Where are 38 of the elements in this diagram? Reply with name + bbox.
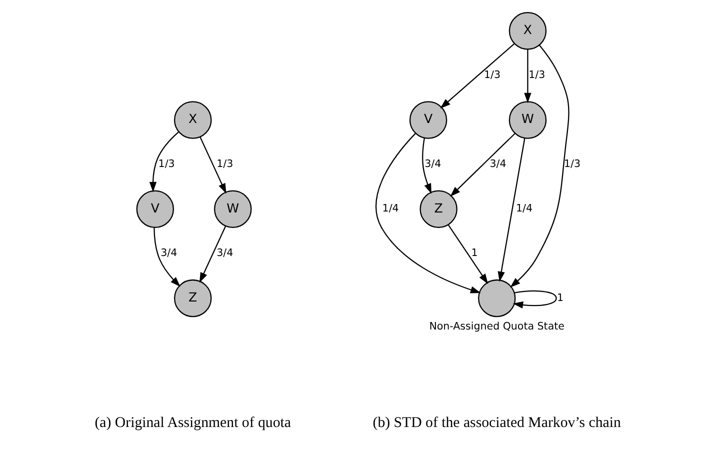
edge-label: 1 bbox=[557, 292, 564, 304]
arrow bbox=[200, 136, 226, 194]
edge-label: 3/4 bbox=[424, 158, 442, 170]
arrow bbox=[376, 132, 481, 294]
arrow bbox=[440, 43, 515, 108]
edge-label: 1/3 bbox=[564, 158, 581, 170]
arrow bbox=[524, 49, 532, 104]
edge-label: 3/4 bbox=[216, 247, 234, 260]
arrow bbox=[510, 44, 570, 288]
edge-label: 1/3 bbox=[216, 158, 234, 170]
arrow bbox=[448, 224, 488, 284]
node-label: Non-Assigned Quota State bbox=[429, 320, 564, 332]
node-circle: V bbox=[409, 101, 448, 139]
edge-label: 1/4 bbox=[382, 202, 399, 215]
node-circle bbox=[478, 279, 516, 318]
arrow bbox=[422, 138, 432, 194]
node-circle: W bbox=[214, 190, 252, 228]
arrow bbox=[512, 290, 557, 309]
label: (a) Original Assignment of quota bbox=[94, 414, 291, 431]
arrow bbox=[154, 228, 180, 287]
arrow bbox=[450, 132, 516, 197]
node-circle: Z bbox=[420, 190, 458, 228]
edge-label: 1/3 bbox=[484, 68, 501, 81]
arrow bbox=[199, 226, 226, 283]
edge-label: 1/4 bbox=[516, 202, 533, 215]
edge-label: 1/3 bbox=[158, 158, 175, 170]
edge-label: 1 bbox=[471, 247, 478, 260]
node-circle: W bbox=[508, 101, 547, 139]
edge-label: 1/3 bbox=[528, 68, 546, 81]
node-circle: Z bbox=[174, 279, 212, 318]
arrow bbox=[149, 132, 179, 192]
node-circle: X bbox=[174, 101, 212, 139]
edge-label: 3/4 bbox=[490, 158, 506, 170]
node-circle: X bbox=[508, 12, 547, 50]
node-circle: V bbox=[136, 190, 174, 228]
label: (b) STD of the associated Markov’s chain bbox=[372, 414, 621, 431]
edge-label: 3/4 bbox=[160, 247, 178, 260]
arrow bbox=[498, 138, 526, 282]
